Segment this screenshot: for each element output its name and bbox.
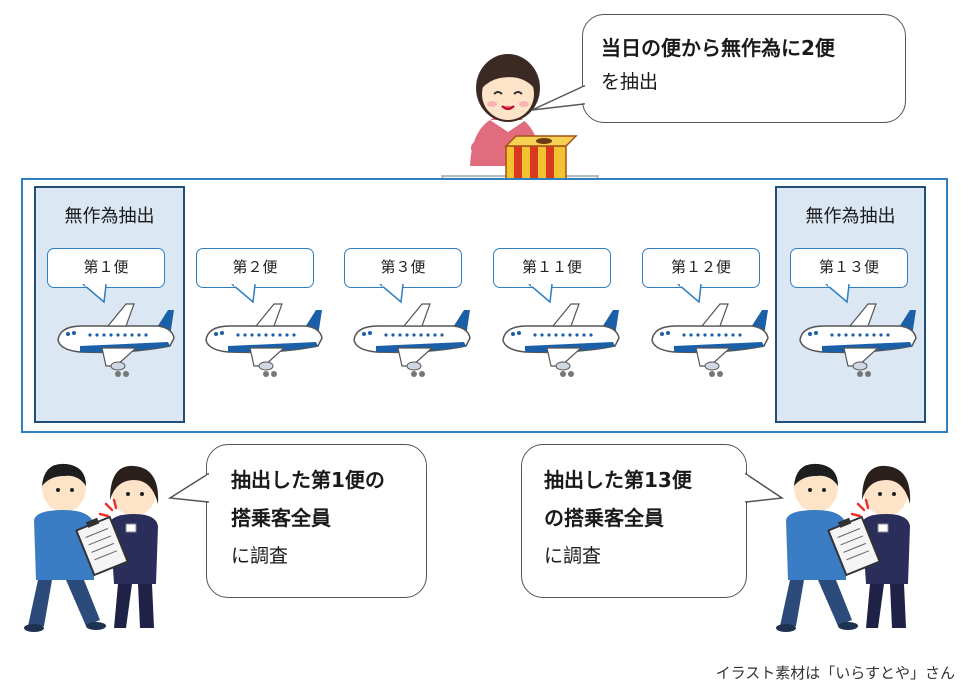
right-bubble-line2: の搭乗客全員 — [544, 506, 664, 530]
flight-label-1: 第１便 — [47, 248, 165, 304]
flight-label-11-text: 第１１便 — [521, 258, 582, 276]
flight-label-1-text: 第１便 — [83, 258, 129, 276]
left-bubble-line1: 抽出した第1便の — [231, 468, 385, 492]
flight-label-11: 第１１便 — [493, 248, 611, 304]
top-bubble-line1: 当日の便から無作為に2便 — [601, 36, 835, 60]
airplane-icon-flight-13 — [799, 303, 917, 378]
flight-label-12: 第１２便 — [642, 248, 760, 304]
top-speech-bubble: 当日の便から無作為に2便 を抽出 — [582, 14, 906, 123]
right-bubble-tail — [744, 472, 784, 503]
flight-label-3: 第３便 — [344, 248, 462, 304]
flight-label-3-text: 第３便 — [380, 258, 426, 276]
survey-staff-left-illustration — [22, 462, 160, 634]
right-bubble-line3: に調査 — [544, 545, 602, 567]
selected-flight-1-box: 無作為抽出 — [34, 186, 185, 423]
flight-label-13-text: 第１３便 — [818, 258, 879, 276]
airplane-icon-flight-1 — [57, 303, 175, 378]
right-bubble-line1: 抽出した第13便 — [544, 468, 692, 492]
survey-staff-right-illustration — [774, 462, 912, 634]
left-bubble-line2: 搭乗客全員 — [231, 506, 331, 530]
right-speech-bubble: 抽出した第13便 の搭乗客全員 に調査 — [521, 444, 747, 598]
flight-label-13: 第１３便 — [790, 248, 908, 304]
flight-label-12-text: 第１２便 — [670, 258, 731, 276]
selected-flight-13-box: 無作為抽出 — [775, 186, 926, 423]
airplane-icon-flight-2 — [205, 303, 323, 378]
airplane-icon-flight-3 — [353, 303, 471, 378]
airplane-icon-flight-12 — [651, 303, 769, 378]
selected-label-right: 無作為抽出 — [805, 206, 896, 227]
top-bubble-line2: を抽出 — [601, 71, 659, 93]
left-bubble-line3: に調査 — [231, 545, 289, 567]
illustration-credit: イラスト素材は「いらすとや」さん — [715, 664, 955, 682]
flight-label-2-text: 第２便 — [232, 258, 278, 276]
selected-label-left: 無作為抽出 — [64, 206, 155, 227]
flight-label-2: 第２便 — [196, 248, 314, 304]
left-bubble-tail — [168, 472, 210, 503]
top-bubble-tail — [531, 84, 586, 111]
left-speech-bubble: 抽出した第1便の 搭乗客全員 に調査 — [206, 444, 427, 598]
airplane-icon-flight-11 — [502, 303, 620, 378]
